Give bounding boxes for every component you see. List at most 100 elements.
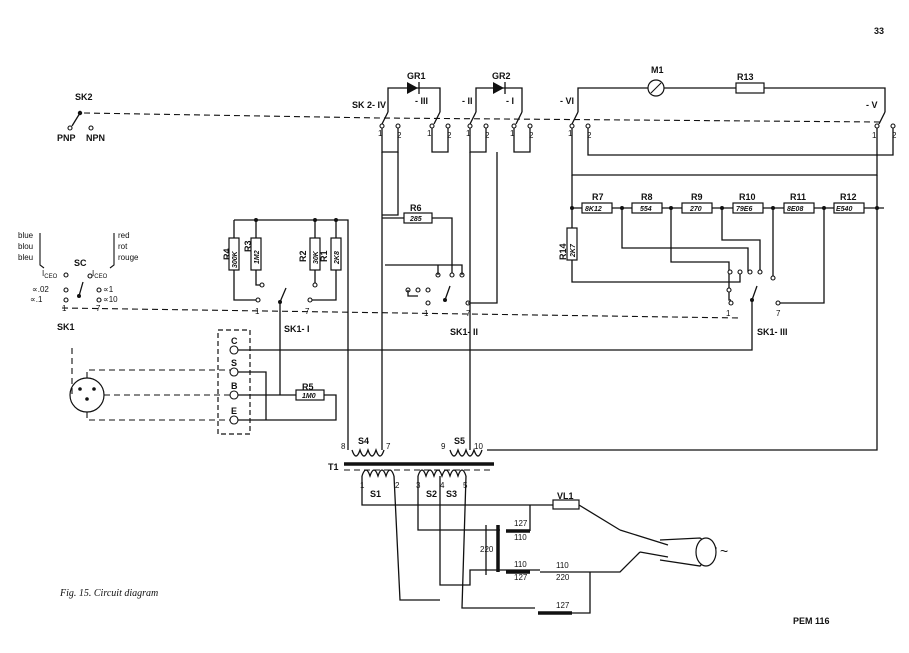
sc-pin-1: 1	[62, 304, 67, 313]
s2-s3-winding	[417, 469, 467, 479]
colors-left: blue blou bleu	[18, 231, 34, 262]
r10-value: 79E6	[736, 206, 752, 213]
r8-label: R8	[641, 192, 653, 202]
s3-wire-b	[461, 475, 535, 609]
sk1-iii-pin-1: 1	[726, 309, 731, 318]
sk2-iii-wire	[431, 128, 449, 153]
pin-4-t: 4	[440, 481, 445, 490]
pin-2-t: 2	[395, 481, 400, 490]
sk1-ii-pin-7: 7	[466, 309, 471, 318]
sk2-vi-v-bridge	[587, 128, 894, 156]
svg-text:1: 1	[510, 129, 515, 138]
sk1-mechanical-link	[61, 307, 741, 319]
r7-resistor	[581, 202, 613, 214]
r9-value: 270	[689, 206, 702, 213]
socket-pin-1	[78, 387, 82, 391]
gr2-wire	[475, 87, 523, 112]
pin-8: 8	[341, 442, 346, 451]
sk1-ii-wires	[385, 264, 498, 304]
r12-value: E540	[836, 206, 852, 213]
r14-value: 2K7	[570, 243, 577, 258]
r11-label: R11	[790, 192, 806, 202]
sk2-npn-terminal	[88, 125, 94, 131]
m1-needle	[650, 82, 662, 94]
r12-label: R12	[840, 192, 857, 202]
m1-label: M1	[651, 65, 664, 75]
r8-value: 554	[640, 206, 652, 213]
vl1-label: VL1	[557, 491, 574, 501]
sk2-i-label: - I	[506, 96, 514, 106]
r5-value: 1M0	[302, 393, 316, 400]
s1-wire-a	[361, 476, 530, 506]
sk1-i-label: SK1- I	[284, 324, 310, 334]
r12-resistor	[833, 202, 865, 214]
sc-pin-7: 7	[96, 304, 101, 313]
gr1-wire	[387, 87, 441, 112]
svg-text:blue: blue	[18, 231, 34, 240]
npn-label: NPN	[86, 133, 105, 143]
t1-label: T1	[328, 462, 339, 472]
r-group-bottoms	[233, 270, 337, 301]
alpha-left-2: ∝.1	[30, 295, 43, 304]
r7-value: 8K12	[585, 206, 602, 213]
svg-text:rouge: rouge	[118, 253, 139, 262]
r6-label: R6	[410, 203, 422, 213]
ref-code: PEM 116	[793, 616, 830, 626]
sc-terminals	[63, 272, 102, 303]
sk2-iv-label: SK 2- IV	[352, 100, 386, 110]
sk2-pnp-terminal	[67, 125, 73, 131]
s1-winding	[361, 469, 395, 479]
sk1-iii-switch	[726, 269, 781, 306]
r8-resistor	[631, 202, 663, 214]
gr2-label: GR2	[492, 71, 511, 81]
s5-winding	[449, 447, 483, 457]
socket-pin-2	[92, 387, 96, 391]
r3-label: R3	[243, 240, 253, 252]
sk1-i-pin-1: 1	[255, 307, 260, 316]
terminal-box	[217, 329, 251, 435]
svg-text:1: 1	[872, 131, 877, 140]
v127-a: 127	[514, 519, 528, 528]
v220-b: 220	[556, 573, 570, 582]
alpha-right-2: ∝10	[103, 295, 118, 304]
svg-text:1: 1	[378, 129, 383, 138]
s2-wire	[417, 476, 500, 531]
alpha-left-1: ∝.02	[32, 285, 49, 294]
sk2-ii-wire	[469, 128, 487, 153]
colors-right-brace	[109, 233, 115, 269]
terminal-wiring	[238, 371, 337, 421]
transistor-socket	[69, 377, 105, 413]
tap-r8	[621, 208, 749, 272]
svg-text:red: red	[118, 231, 130, 240]
right-down-wire	[469, 152, 498, 450]
v110-a: 110	[514, 533, 527, 542]
s3-label: S3	[446, 489, 457, 499]
vl1-fuse	[552, 499, 580, 510]
r1-value: 2K8	[334, 251, 341, 265]
s4-winding	[351, 447, 385, 457]
tap-r12	[778, 208, 825, 304]
s4-label: S4	[358, 436, 369, 446]
gr2-diode-symbol	[493, 82, 504, 94]
sk1-iii-pin-7: 7	[776, 309, 781, 318]
terminals	[229, 345, 239, 425]
svg-text:rot: rot	[118, 242, 128, 251]
svg-text:1: 1	[466, 129, 471, 138]
svg-text:2: 2	[485, 131, 490, 140]
iceo-left: ICEO	[42, 269, 58, 280]
mains-wiring	[529, 504, 641, 614]
sk1-ii-switch	[405, 272, 471, 306]
sk2-vi-label: - VI	[560, 96, 574, 106]
sk2-i-wire	[513, 128, 531, 153]
v220: 220	[480, 545, 494, 554]
r14-wire	[571, 208, 741, 283]
r14-label: R14	[558, 243, 568, 260]
r4-label: R4	[222, 248, 232, 260]
v110-c: 110	[556, 561, 569, 570]
sk1-label: SK1	[57, 322, 75, 332]
alpha-right-1: ∝1	[103, 285, 114, 294]
r13-resistor	[735, 82, 765, 94]
r1-label: R1	[319, 250, 329, 262]
